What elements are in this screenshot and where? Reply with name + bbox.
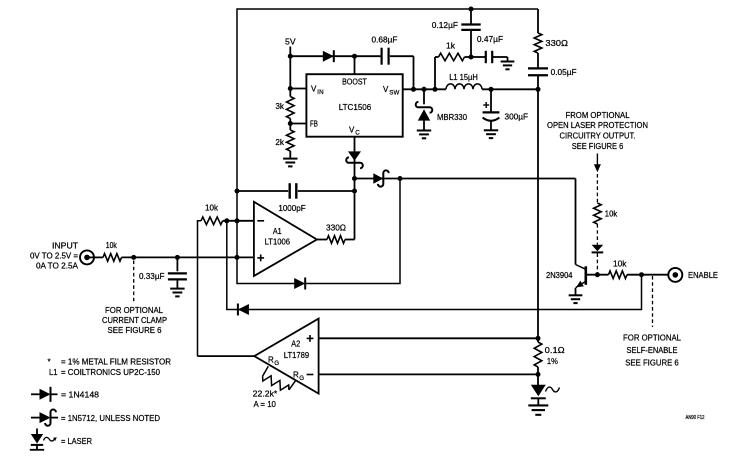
svg-text:SELF-ENABLE: SELF-ENABLE	[627, 346, 678, 355]
svg-text:0V TO 2.5V =: 0V TO 2.5V =	[30, 251, 78, 260]
svg-text:0.05µF: 0.05µF	[551, 68, 577, 77]
svg-text:A2: A2	[291, 339, 300, 348]
svg-text:1%: 1%	[547, 357, 558, 366]
svg-text:R: R	[268, 356, 274, 365]
svg-text:OPEN LASER PROTECTION: OPEN LASER PROTECTION	[547, 121, 648, 130]
svg-text:R: R	[293, 371, 299, 380]
svg-text:1000pF: 1000pF	[278, 204, 305, 213]
svg-text:2k: 2k	[275, 138, 285, 147]
svg-text:FB: FB	[310, 119, 318, 128]
svg-text:V: V	[383, 85, 389, 94]
svg-text:0A TO 2.5A: 0A TO 2.5A	[36, 261, 79, 270]
svg-text:A1: A1	[273, 227, 282, 236]
svg-text:SEE FIGURE 6: SEE FIGURE 6	[572, 142, 624, 151]
svg-text:0.12µF: 0.12µF	[432, 21, 458, 30]
svg-text:AN90 F12: AN90 F12	[686, 415, 705, 421]
svg-text:LTC1506: LTC1506	[339, 103, 372, 112]
svg-text:= 1% METAL FILM RESISTOR: = 1% METAL FILM RESISTOR	[61, 358, 171, 367]
svg-text:ENABLE: ENABLE	[688, 271, 718, 280]
svg-text:= 1N5712, UNLESS NOTED: = 1N5712, UNLESS NOTED	[61, 414, 160, 423]
svg-text:10k: 10k	[605, 210, 618, 219]
svg-text:SEE FIGURE 6: SEE FIGURE 6	[625, 358, 679, 367]
svg-text:G: G	[299, 375, 304, 382]
svg-text:C: C	[355, 130, 360, 137]
svg-text:5V: 5V	[285, 38, 296, 47]
svg-text:INPUT: INPUT	[52, 241, 78, 250]
svg-text:3k: 3k	[275, 102, 285, 111]
svg-text:FOR OPTIONAL: FOR OPTIONAL	[105, 306, 164, 315]
svg-text:= COILTRONICS UP2C-150: = COILTRONICS UP2C-150	[61, 368, 161, 377]
svg-text:FROM OPTIONAL: FROM OPTIONAL	[566, 111, 631, 120]
svg-text:0.68µF: 0.68µF	[372, 36, 398, 45]
svg-text:0.1Ω: 0.1Ω	[545, 346, 565, 355]
svg-text:MBR330: MBR330	[437, 113, 468, 122]
svg-text:10k: 10k	[106, 241, 118, 250]
svg-text:L1: L1	[49, 368, 58, 377]
svg-text:L1 15µH: L1 15µH	[449, 73, 478, 82]
svg-text:SEE FIGURE 6: SEE FIGURE 6	[108, 326, 163, 335]
svg-text:V: V	[311, 85, 317, 94]
svg-text:G: G	[274, 360, 279, 367]
svg-text:0.33µF: 0.33µF	[139, 272, 165, 281]
svg-text:IN: IN	[317, 89, 323, 96]
svg-text:A = 10: A = 10	[253, 400, 276, 409]
svg-text:330Ω: 330Ω	[545, 39, 568, 48]
svg-text:FOR OPTIONAL: FOR OPTIONAL	[623, 334, 682, 343]
svg-text:V: V	[349, 125, 355, 134]
svg-text:0.47µF: 0.47µF	[477, 35, 503, 44]
svg-text:LT1006: LT1006	[265, 238, 291, 247]
svg-text:SW: SW	[389, 89, 399, 96]
svg-text:= 1N4148: = 1N4148	[61, 390, 100, 399]
svg-text:10k: 10k	[613, 260, 628, 269]
svg-text:CIRCUITRY OUTPUT.: CIRCUITRY OUTPUT.	[560, 132, 636, 141]
svg-text:BOOST: BOOST	[342, 77, 367, 86]
svg-text:*: *	[47, 358, 50, 367]
svg-text:LT1789: LT1789	[284, 351, 310, 360]
svg-text:300µF: 300µF	[505, 113, 529, 122]
svg-text:1k: 1k	[446, 42, 456, 51]
svg-text:22.2k*: 22.2k*	[253, 390, 278, 399]
svg-text:= LASER: = LASER	[61, 437, 92, 446]
svg-text:2N3904: 2N3904	[546, 271, 573, 280]
svg-text:330Ω: 330Ω	[326, 224, 346, 233]
svg-text:CURRENT CLAMP: CURRENT CLAMP	[102, 316, 167, 325]
svg-text:10k: 10k	[205, 204, 219, 213]
